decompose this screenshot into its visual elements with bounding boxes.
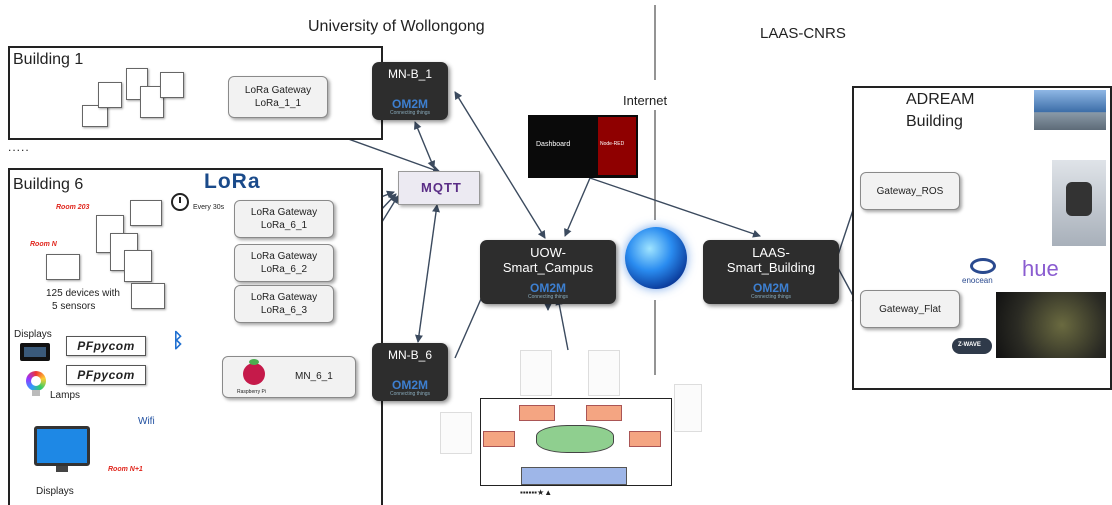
- sensor-device: [82, 105, 108, 127]
- workflow-icon-strip: ▪▪▪▪▪▪★▲: [520, 488, 553, 497]
- pycom-board-1: PFpycom: [66, 336, 146, 356]
- gateway-id: LoRa_6_1: [260, 220, 308, 231]
- laas-title: LAAS-CNRS: [760, 25, 846, 42]
- uow-label-2: Smart_Campus: [502, 260, 594, 275]
- gateway-flat: Gateway_Flat: [860, 290, 960, 328]
- ellipsis: .....: [8, 140, 30, 154]
- lora-gateway-1-1: LoRa Gateway LoRa_1_1: [228, 76, 328, 118]
- internet-label: Internet: [623, 93, 668, 108]
- robot-photo: [1052, 160, 1106, 246]
- bluetooth-icon: ᛒ: [172, 330, 184, 352]
- lora-logo: LoRa: [204, 170, 261, 193]
- sensor-device: [124, 250, 152, 282]
- mn-6-1-node: MN_6_1 Raspberry Pi: [222, 356, 356, 398]
- devices-sensors: 5 sensors: [52, 301, 96, 312]
- gateway-type: LoRa Gateway: [250, 292, 318, 303]
- workflow-thumb: [674, 384, 702, 432]
- workflow-thumb: [588, 350, 620, 396]
- globe-icon: [625, 227, 687, 289]
- workflow-step: [483, 431, 515, 447]
- gateway-ros: Gateway_ROS: [860, 172, 960, 210]
- lora-gateway-6-1: LoRa Gateway LoRa_6_1: [234, 200, 334, 238]
- arrow-workflow-uow: [555, 297, 569, 351]
- workflow-step: [629, 431, 661, 447]
- workflow-diagram: [480, 398, 672, 486]
- gateway-id: LoRa_6_2: [260, 264, 308, 275]
- sensor-device: [130, 200, 162, 226]
- mn-b-1-label: MN-B_1: [387, 67, 432, 81]
- dashboard-panel: Dashboard Node-RED: [528, 115, 638, 178]
- zwave-logo: Z-WAVE: [952, 338, 992, 354]
- room-203-label: Room 203: [56, 204, 90, 211]
- hue-logo: hue: [1022, 256, 1059, 281]
- lora-gateway-6-2: LoRa Gateway LoRa_6_2: [234, 244, 334, 282]
- display-device-icon: [20, 343, 50, 361]
- room-n1-label: Room N+1: [108, 466, 143, 473]
- building-6-title: Building 6: [13, 176, 84, 193]
- laas-label-2: Smart_Building: [726, 260, 816, 275]
- workflow-store: [536, 425, 614, 453]
- adream-title-2: Building: [906, 113, 963, 130]
- arrow-mnb1-uow: [454, 91, 546, 239]
- arrow-dash-laas: [589, 177, 761, 238]
- sensor-device: [98, 82, 122, 108]
- gateway-type: LoRa Gateway: [250, 251, 318, 262]
- gateway-type: LoRa Gateway: [250, 207, 318, 218]
- arrow-mqtt-mnb6: [414, 204, 441, 343]
- gateway-id: LoRa_6_3: [260, 305, 308, 316]
- lamp-icon: [26, 371, 46, 391]
- lamp-base: [32, 390, 40, 396]
- building-1-title: Building 1: [13, 51, 84, 68]
- mqtt-broker: MQTT: [398, 171, 480, 205]
- arrow-mnb1-mqtt: [413, 121, 436, 169]
- uow-label-1: UOW-: [530, 245, 566, 260]
- enocean-icon: [970, 258, 996, 274]
- raspberry-label: Raspberry Pi: [237, 389, 266, 395]
- university-title: University of Wollongong: [308, 18, 485, 35]
- sensor-device: [46, 254, 80, 280]
- workflow-step: [519, 405, 555, 421]
- laas-label-1: LAAS-: [752, 245, 790, 260]
- dashboard-label: Dashboard: [536, 141, 571, 148]
- monitor-icon: [34, 426, 90, 466]
- devices-count: 125 devices with: [46, 288, 120, 299]
- adream-title-1: ADREAM: [906, 91, 975, 108]
- sensor-device: [160, 72, 184, 98]
- enocean-label: enocean: [962, 276, 993, 285]
- gateway-id: LoRa_1_1: [254, 98, 302, 109]
- flat-photo: [996, 292, 1106, 358]
- arrow-dash-uow: [564, 177, 591, 237]
- gateway-type: LoRa Gateway: [244, 85, 312, 96]
- workflow-step: [586, 405, 622, 421]
- stopwatch-icon: [171, 193, 189, 211]
- mn-6-1-label: MN_6_1: [295, 371, 333, 382]
- displays-label-top: Displays: [14, 329, 52, 340]
- lamps-label: Lamps: [50, 390, 81, 401]
- mn-b-6-label: MN-B_6: [387, 348, 432, 362]
- lora-gateway-6-3: LoRa Gateway LoRa_6_3: [234, 285, 334, 323]
- node-red-logo: Node-RED: [598, 117, 636, 175]
- wifi-label: Wifi: [138, 416, 155, 427]
- room-n-label: Room N: [30, 241, 57, 248]
- mqtt-label: MQTT: [421, 180, 462, 195]
- sensor-device: [131, 283, 165, 309]
- pycom-board-2: PFpycom: [66, 365, 146, 385]
- workflow-thumb: [440, 412, 472, 454]
- workflow-thumb: [520, 350, 552, 396]
- interval-label: Every 30s: [193, 204, 225, 211]
- displays-label-bottom: Displays: [36, 486, 74, 497]
- building-photo: [1034, 90, 1106, 130]
- monitor-stand: [56, 466, 68, 472]
- raspberry-pi-icon: [243, 359, 265, 385]
- workflow-base: [521, 467, 627, 485]
